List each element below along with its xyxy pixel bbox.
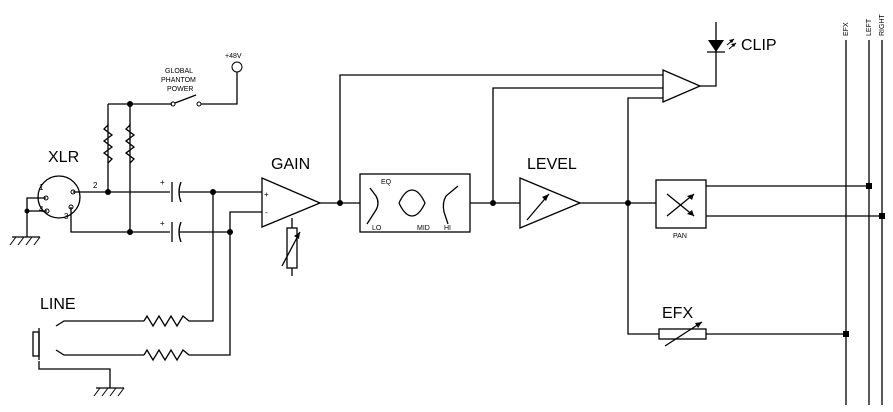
- phantom-power: +48V GLOBAL PHANTOM POWER: [70, 53, 243, 235]
- phantom-switch[interactable]: [174, 94, 197, 104]
- xlr-connector: XLR 1 2 3 4: [37, 149, 98, 221]
- coupling-capacitors: + +: [108, 178, 262, 243]
- plus48v-label: +48V: [225, 53, 242, 60]
- eq-mid-curve: [398, 189, 426, 217]
- gain-amplifier: GAIN + -: [261, 156, 360, 276]
- gain-minus-wire: [229, 211, 262, 232]
- gain-minus: -: [265, 208, 268, 217]
- gain-amp-triangle: [261, 177, 322, 228]
- pan-label: PAN: [673, 233, 687, 240]
- eq-lo-curve: [366, 187, 379, 225]
- level-amplifier: LEVEL: [519, 156, 656, 229]
- clip-label: CLIP: [741, 37, 777, 54]
- pin-4-label: 4: [39, 205, 44, 214]
- gain-plus: +: [264, 190, 269, 199]
- phantom-switch-contact-a: [170, 101, 176, 107]
- clip-comparator: [662, 69, 702, 103]
- gain-label: GAIN: [271, 156, 310, 173]
- xlr-label: XLR: [48, 149, 79, 166]
- plus48v-terminal: [231, 61, 243, 73]
- eq-lo-label: LO: [372, 225, 382, 232]
- pin-2-label: 2: [93, 181, 98, 190]
- pan-block: PAN: [655, 179, 885, 240]
- line-jack: [32, 331, 40, 357]
- cap-1-plus: +: [160, 178, 165, 187]
- xlr-socket: [37, 175, 81, 219]
- phantom-label-1: GLOBAL: [165, 68, 193, 75]
- buses: EFX LEFT RIGHT: [843, 14, 886, 405]
- phantom-label-3: POWER: [167, 86, 193, 93]
- level-amp-triangle: [519, 177, 582, 229]
- bus-efx-label: EFX: [843, 22, 850, 36]
- efx-label: EFX: [662, 305, 693, 322]
- line-label: LINE: [40, 296, 76, 313]
- level-label: LEVEL: [527, 156, 577, 173]
- eq-hi-curve: [442, 185, 459, 225]
- bus-left-label: LEFT: [866, 18, 873, 36]
- clip-led-icon: [708, 40, 724, 52]
- eq-block: EQ LO MID HI: [359, 173, 520, 233]
- cap-2-plus: +: [160, 219, 165, 228]
- pan-box: [655, 179, 707, 229]
- eq-box: [359, 173, 471, 233]
- bus-right-label: RIGHT: [879, 14, 886, 37]
- eq-hi-label: HI: [444, 225, 451, 232]
- clip-detector: CLIP: [339, 22, 777, 203]
- phantom-switch-contact-b: [196, 101, 202, 107]
- line-input: LINE: [32, 192, 231, 397]
- efx-send: EFX: [627, 203, 849, 347]
- xlr-ground: [9, 197, 47, 246]
- phantom-label-2: PHANTOM: [161, 77, 196, 84]
- pin-3-label: 3: [64, 212, 69, 221]
- pin-1-label: 1: [39, 183, 44, 192]
- eq-label: EQ: [381, 179, 392, 186]
- eq-mid-label: MID: [417, 225, 430, 232]
